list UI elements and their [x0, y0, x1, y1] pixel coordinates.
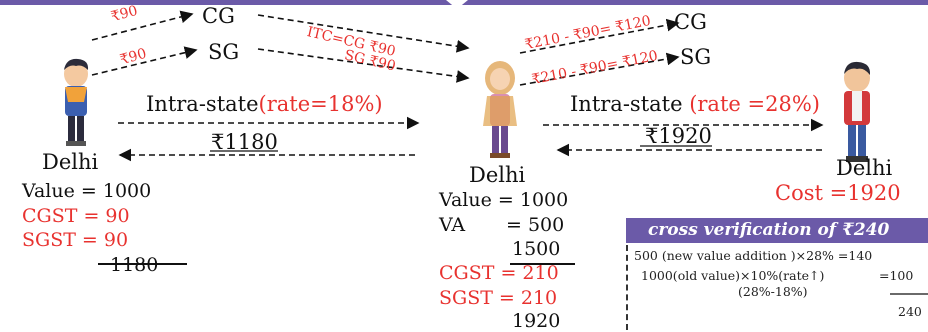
- left-sgst: SGST = 90: [22, 229, 129, 251]
- left-transaction: Intra-state(rate=18%): [146, 92, 383, 116]
- verification-line3: (28%-18%): [738, 284, 808, 299]
- middle-city: Delhi: [469, 163, 526, 187]
- right-cost: Cost =1920: [775, 181, 901, 205]
- left-sg-label: SG: [208, 40, 240, 64]
- right-cg-label: CG: [674, 10, 707, 34]
- left-transaction-rate: (rate=18%): [258, 92, 383, 116]
- verification-line2-right: =100: [879, 268, 914, 283]
- left-city: Delhi: [42, 150, 99, 174]
- verification-line2: 1000(old value)×10%(rate↑): [641, 268, 824, 283]
- middle-va-value: = 500: [506, 214, 565, 236]
- right-sg-label: SG: [680, 45, 712, 69]
- verification-total: 240: [898, 304, 922, 319]
- left-value: Value = 1000: [22, 180, 152, 202]
- verification-line2-left: 1000(old value)×10%(rate: [641, 268, 810, 283]
- boy-character-right: [844, 61, 871, 162]
- up-arrow-icon: ↑): [809, 268, 825, 283]
- middle-va-label: VA: [439, 214, 466, 236]
- left-transaction-label: Intra-state: [146, 92, 259, 116]
- middle-sgst: SGST = 210: [439, 287, 558, 309]
- verification-line1: 500 (new value addition )×28% =140: [634, 248, 873, 263]
- boy-character-left: [64, 58, 89, 146]
- middle-value: Value = 1000: [439, 189, 569, 211]
- left-cgst: CGST = 90: [22, 205, 130, 227]
- right-transaction-rate: (rate =28%): [689, 92, 820, 116]
- arrow-itc-cg: [257, 14, 470, 53]
- banner-notch: [446, 0, 468, 9]
- arrow-right-cg: [519, 18, 680, 54]
- middle-subtotal: 1500: [512, 238, 561, 260]
- left-payment-amount: ₹1180: [211, 130, 278, 154]
- right-payment-amount: ₹1920: [645, 124, 712, 148]
- arrow-right-sg: [519, 52, 680, 86]
- arrow-left-cg: [91, 10, 194, 41]
- verification-border: [626, 245, 629, 330]
- middle-total: 1920: [512, 310, 561, 332]
- right-transaction: Intra-state (rate =28%): [570, 92, 820, 116]
- middle-cgst: CGST = 210: [439, 262, 559, 284]
- verification-title: cross verification of ₹240: [626, 218, 928, 243]
- arrow-itc-sg: [257, 48, 470, 83]
- arrow-left-sg: [91, 46, 198, 76]
- left-cg-label: CG: [202, 4, 235, 28]
- right-city: Delhi: [836, 156, 893, 180]
- left-total: 1180: [110, 254, 159, 276]
- right-transaction-label: Intra-state: [570, 92, 690, 116]
- girl-character-middle: [483, 61, 517, 158]
